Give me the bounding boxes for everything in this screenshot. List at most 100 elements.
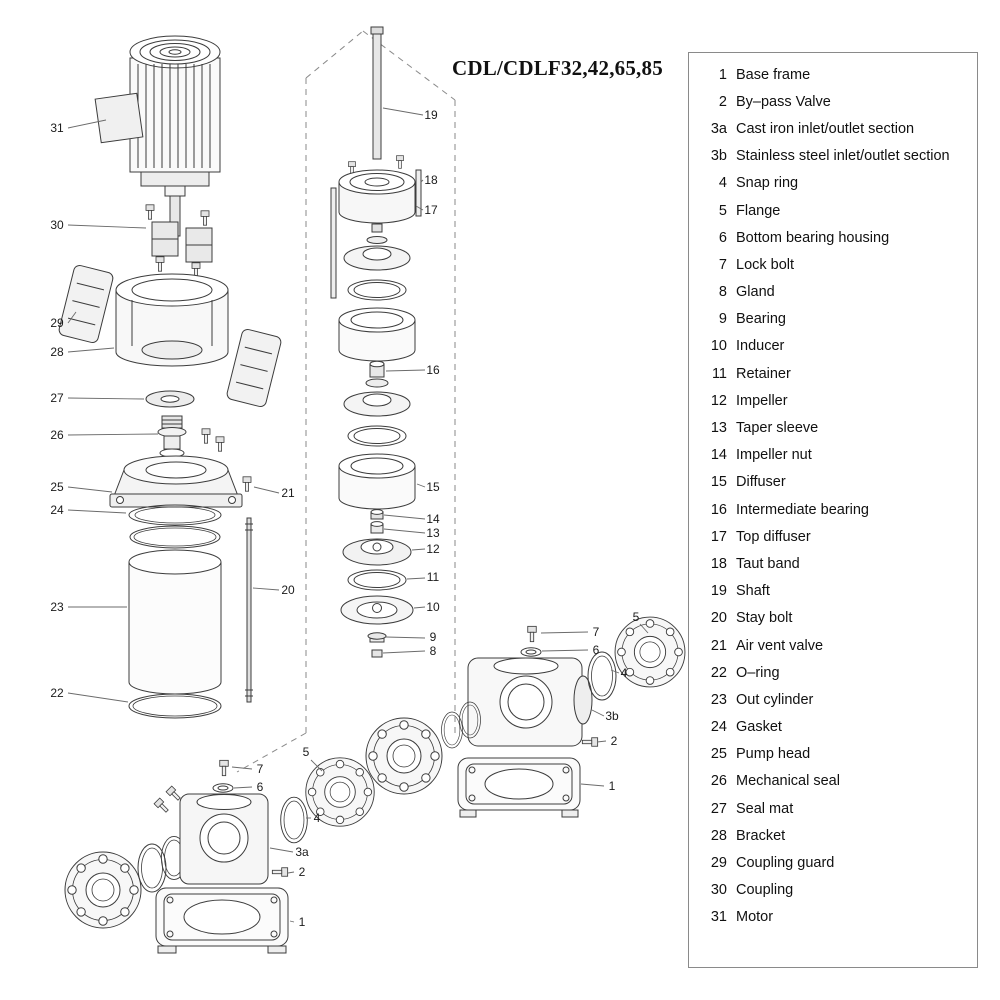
motor-drawing (94, 35, 221, 237)
bearing-drawing (367, 632, 387, 643)
part-number: 13 (710, 420, 727, 437)
part-name: Mechanical seal (736, 773, 840, 790)
callout-2b: 2 (611, 734, 618, 748)
leader-lines (67, 107, 649, 923)
air-vent-valve-drawing (242, 476, 252, 492)
part-row: 13 Taper sleeve (697, 414, 969, 441)
part-name: Diffuser (736, 474, 786, 491)
part-number: 25 (710, 746, 727, 763)
callout-27: 27 (50, 391, 64, 405)
out-cylinder-drawing (128, 549, 222, 695)
impeller-drawing (342, 538, 412, 566)
callout-15: 15 (426, 480, 440, 494)
callout-3b: 3b (605, 709, 619, 723)
callout-29: 29 (50, 316, 64, 330)
callout-1b: 1 (609, 779, 616, 793)
part-row: 24 Gasket (697, 714, 969, 741)
taut-band-drawing (330, 169, 422, 299)
stage-stack-drawing (338, 223, 416, 658)
part-number: 7 (718, 256, 727, 273)
callout-18: 18 (424, 173, 438, 187)
callout-9: 9 (430, 630, 437, 644)
part-name: Gasket (736, 719, 782, 736)
coupling-guard-drawing (58, 265, 282, 407)
part-name: Flange (736, 202, 781, 219)
pump-exploded-diagram: 31 30 29 28 27 26 25 24 23 22 21 20 19 1… (50, 26, 686, 954)
part-name: Top diffuser (736, 528, 811, 545)
callout-14: 14 (426, 512, 440, 526)
part-name: By–pass Valve (736, 93, 831, 110)
part-number: 10 (710, 338, 727, 355)
part-number: 11 (711, 365, 727, 382)
part-row: 21 Air vent valve (697, 632, 969, 659)
part-name: Air vent valve (736, 637, 824, 654)
part-name: Stainless steel inlet/outlet section (736, 148, 950, 165)
part-number: 18 (710, 555, 727, 572)
part-number: 29 (710, 855, 727, 872)
callout-21: 21 (281, 486, 295, 500)
part-number: 24 (710, 719, 727, 736)
callout-labels: 31 30 29 28 27 26 25 24 23 22 21 20 19 1… (50, 108, 639, 929)
part-name: O–ring (736, 664, 780, 681)
part-name: Out cylinder (736, 691, 814, 708)
callout-4a: 4 (314, 811, 321, 825)
part-name: Shaft (736, 583, 770, 600)
part-name: Impeller nut (736, 447, 812, 464)
part-number: 31 (710, 909, 727, 926)
part-row: 14 Impeller nut (697, 442, 969, 469)
callout-8: 8 (430, 644, 437, 658)
part-number: 14 (710, 447, 727, 464)
callout-2a: 2 (299, 865, 306, 879)
part-name: Taut band (736, 555, 800, 572)
part-name: Motor (736, 909, 774, 926)
part-name: Base frame (736, 66, 811, 83)
part-row: 7 Lock bolt (697, 251, 969, 278)
part-name: Taper sleeve (736, 420, 819, 437)
diagram-title: CDL/CDLF32,42,65,85 (452, 56, 663, 80)
callout-10: 10 (426, 600, 440, 614)
part-number: 17 (710, 528, 727, 545)
callout-16: 16 (426, 363, 440, 377)
seal-mat-drawing (145, 390, 195, 408)
part-number: 2 (718, 93, 727, 110)
callout-5b: 5 (633, 610, 640, 624)
callout-3a: 3a (295, 845, 309, 859)
part-name: Lock bolt (736, 256, 795, 273)
retainer-drawing (347, 569, 407, 591)
part-number: 21 (710, 637, 727, 654)
callout-7b: 7 (593, 625, 600, 639)
part-row: 31 Motor (697, 904, 969, 931)
part-number: 8 (718, 284, 727, 301)
part-name: Impeller (736, 392, 788, 409)
part-row: 2 By–pass Valve (697, 88, 969, 115)
callout-19: 19 (424, 108, 438, 122)
callout-22: 22 (50, 686, 64, 700)
mechanical-seal-drawing (157, 415, 225, 458)
part-name: Stay bolt (736, 610, 793, 627)
callout-1a: 1 (299, 915, 306, 929)
part-name: Retainer (736, 365, 791, 382)
callout-23: 23 (50, 600, 64, 614)
callout-7a: 7 (257, 762, 264, 776)
callout-26: 26 (50, 428, 64, 442)
part-number: 9 (718, 311, 727, 328)
callout-24: 24 (50, 503, 64, 517)
base-frame-drawing (155, 887, 289, 954)
part-row: 18 Taut band (697, 550, 969, 577)
